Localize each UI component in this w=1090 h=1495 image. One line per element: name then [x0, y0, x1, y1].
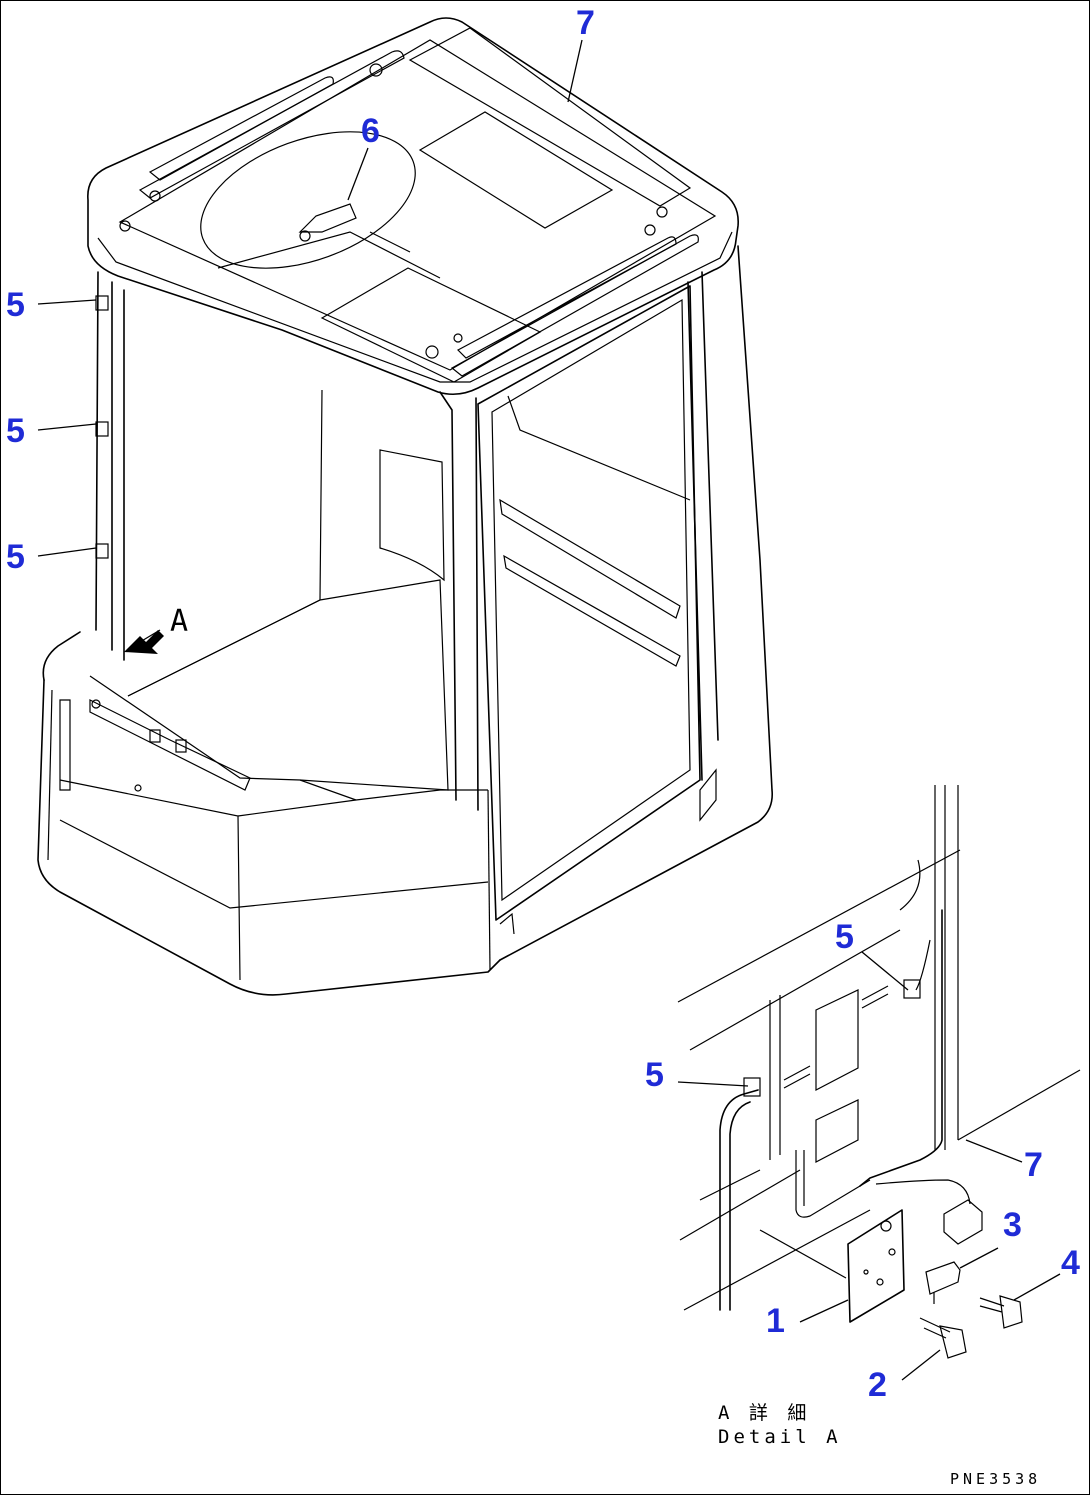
callout-5-detail-upper: 5 — [835, 918, 854, 956]
detail-caption-jp: A 詳 細 — [718, 1402, 811, 1424]
callout-5-upper: 5 — [6, 286, 25, 324]
pillar-clips — [95, 295, 109, 559]
detail-caption-en: Detail A — [718, 1426, 842, 1448]
callout-5-middle: 5 — [6, 412, 25, 450]
view-marker-label: A — [170, 604, 189, 639]
callout-4: 4 — [1061, 1244, 1080, 1282]
callout-2: 2 — [868, 1366, 887, 1404]
callout-7-detail: 7 — [1024, 1146, 1043, 1184]
detail-a-view — [677, 785, 1081, 1359]
leader-lines — [37, 39, 1061, 1381]
cab-body — [37, 245, 774, 996]
callout-1: 1 — [766, 1302, 785, 1340]
callout-6: 6 — [361, 112, 380, 150]
view-arrow-a — [124, 629, 164, 654]
cab-roof — [87, 17, 739, 396]
drawing-code: PNE3538 — [950, 1470, 1042, 1488]
callout-5-detail-lower: 5 — [645, 1056, 664, 1094]
callout-3: 3 — [1003, 1206, 1022, 1244]
callout-7-roof: 7 — [576, 4, 595, 42]
callout-5-lower: 5 — [6, 538, 25, 576]
